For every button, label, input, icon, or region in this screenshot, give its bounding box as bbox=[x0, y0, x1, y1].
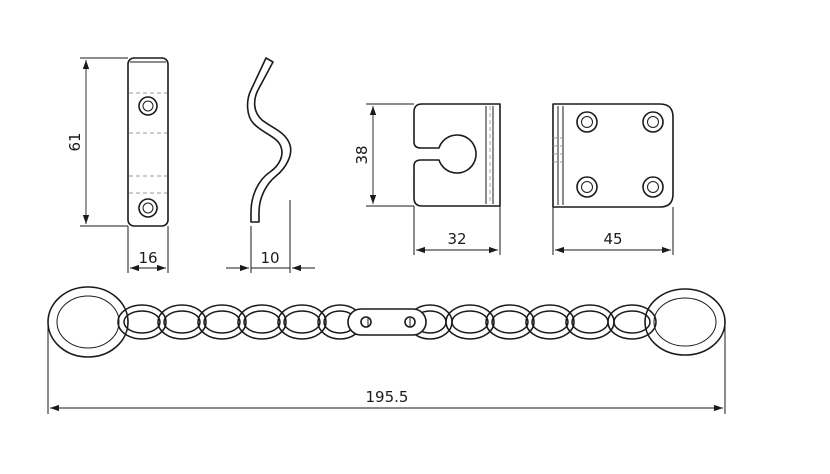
dimension-spring-width: 10 bbox=[226, 200, 315, 273]
dim-45-label: 45 bbox=[603, 230, 622, 248]
keyhole-plate bbox=[413, 103, 501, 207]
dim-195-5-label: 195.5 bbox=[366, 388, 409, 406]
door-chain bbox=[47, 286, 726, 358]
dimension-hinge-width: 45 bbox=[552, 207, 674, 255]
dim-61-label: 61 bbox=[66, 132, 84, 151]
dimension-chain-length: 195.5 bbox=[47, 322, 726, 414]
hinge-hole-top-right bbox=[642, 111, 664, 133]
dimension-plate-width: 32 bbox=[413, 206, 501, 255]
hinge-hole-top-left bbox=[576, 111, 598, 133]
dim-38-label: 38 bbox=[353, 145, 371, 164]
strap-left-hole bbox=[360, 316, 372, 328]
spring-clip-profile bbox=[246, 57, 292, 223]
dim-10-label: 10 bbox=[260, 249, 279, 267]
bracket-side-view bbox=[127, 57, 169, 227]
chain-links bbox=[117, 304, 657, 340]
chain-center-strap bbox=[347, 308, 427, 336]
hinge-hole-bottom-left bbox=[576, 176, 598, 198]
hinge-plate bbox=[552, 103, 674, 208]
bracket-top-hole bbox=[138, 96, 158, 116]
bracket-bottom-hole bbox=[138, 198, 158, 218]
dimension-plate-height: 38 bbox=[353, 103, 414, 207]
dim-32-label: 32 bbox=[447, 230, 466, 248]
hinge-hole-bottom-right bbox=[642, 176, 664, 198]
chain-left-ring bbox=[47, 286, 129, 358]
dimension-bracket-width: 16 bbox=[127, 226, 169, 273]
dim-16-label: 16 bbox=[138, 249, 157, 267]
chain-right-ring bbox=[644, 288, 726, 356]
dimension-bracket-height: 61 bbox=[66, 57, 128, 227]
